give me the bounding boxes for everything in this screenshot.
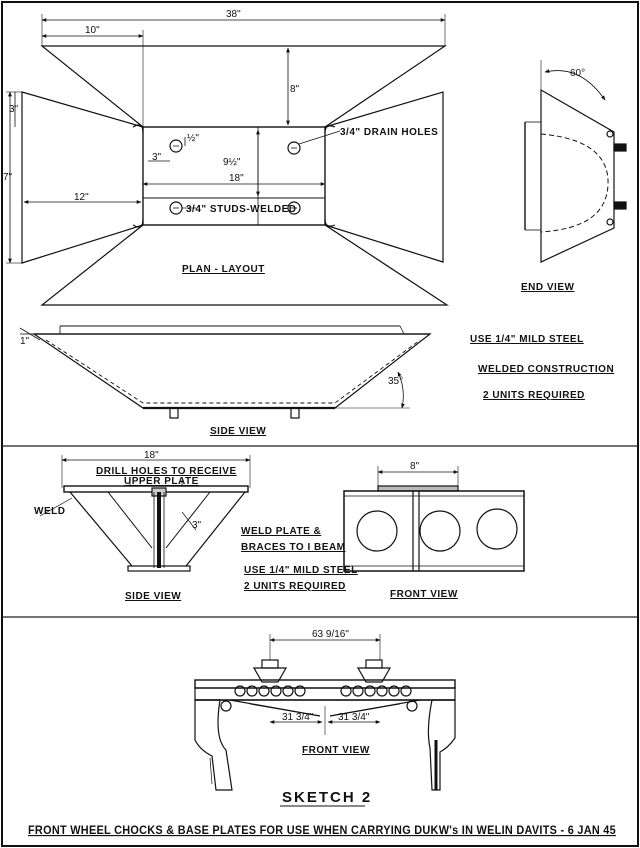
- dim-9-half: 9½": [223, 157, 241, 168]
- end-view-outline: [540, 88, 615, 263]
- note-mild-steel: USE 1/4" MILD STEEL: [470, 334, 584, 345]
- dim-10: 10": [85, 25, 100, 36]
- drawing-caption: FRONT WHEEL CHOCKS & BASE PLATES FOR USE…: [28, 825, 616, 837]
- davit-dim-31-right: 31 3/4": [338, 712, 370, 723]
- weld-note: WELD: [34, 506, 65, 517]
- side-view-top: [19, 325, 432, 419]
- dim-7: 7": [3, 172, 13, 183]
- end-view-angle: 60°: [570, 68, 585, 79]
- lightening-hole: [419, 510, 461, 552]
- plan-layout-label: PLAN - LAYOUT: [182, 264, 265, 275]
- end-view-label: END VIEW: [521, 282, 575, 293]
- stud-hole: [287, 201, 301, 215]
- base-side-view: [39, 455, 251, 572]
- dim-half: ½": [187, 133, 199, 144]
- weld-plate-note: WELD PLATE &: [241, 526, 321, 537]
- base-front-dim-8: 8": [410, 461, 420, 472]
- davit-arm-left: [194, 699, 233, 791]
- base-side-view-label: SIDE VIEW: [125, 591, 181, 602]
- davit-arm-right: [427, 699, 456, 791]
- base-units-note: 2 UNITS REQUIRED: [244, 581, 346, 592]
- base-mild-steel-note: USE 1/4" MILD STEEL: [244, 565, 358, 576]
- base-plate-front: [343, 490, 525, 572]
- davit-front-view: [194, 634, 456, 791]
- base-front-view-label: FRONT VIEW: [390, 589, 458, 600]
- left-flap: [21, 91, 144, 264]
- dim-3: 3": [152, 152, 162, 163]
- note-units-required: 2 UNITS REQUIRED: [483, 390, 585, 401]
- davit-beam-top: [194, 679, 456, 689]
- dim-38: 38": [226, 9, 241, 20]
- studs-note: 3/4" STUDS-WELDED: [186, 204, 296, 215]
- note-welded-construction: WELDED CONSTRUCTION: [478, 364, 614, 375]
- side-dim-1: 1": [20, 336, 30, 347]
- drain-holes-note: 3/4" DRAIN HOLES: [340, 127, 438, 138]
- davit-dim-63: 63 9/16": [312, 629, 349, 640]
- end-view: [524, 60, 627, 263]
- bottom-flap: [40, 224, 450, 306]
- dim-18: 18": [229, 173, 244, 184]
- dim-12: 12": [74, 192, 89, 203]
- lightening-hole: [476, 508, 518, 550]
- side-angle-35: 35°: [388, 376, 403, 387]
- plan-layout: [6, 14, 450, 306]
- dim-8: 8": [290, 84, 300, 95]
- base-front-view: [343, 466, 525, 572]
- right-flap: [324, 91, 444, 263]
- upper-plate-note: UPPER PLATE: [124, 476, 199, 487]
- davit-dim-31-left: 31 3/4": [282, 712, 314, 723]
- sketch-label: SKETCH 2: [282, 789, 372, 806]
- base-dim-3: 3": [192, 520, 202, 531]
- davit-beam: [194, 687, 456, 701]
- stud-hole: [287, 141, 301, 155]
- davit-front-view-label: FRONT VIEW: [302, 745, 370, 756]
- side-view-top-label: SIDE VIEW: [210, 426, 266, 437]
- dim-3-top: 3": [9, 104, 19, 115]
- stud-hole: [169, 139, 183, 153]
- braces-note: BRACES TO I BEAM: [241, 542, 346, 553]
- base-dim-18: 18": [144, 450, 159, 461]
- lightening-hole: [356, 510, 398, 552]
- drill-holes-note: DRILL HOLES TO RECEIVE: [96, 466, 237, 477]
